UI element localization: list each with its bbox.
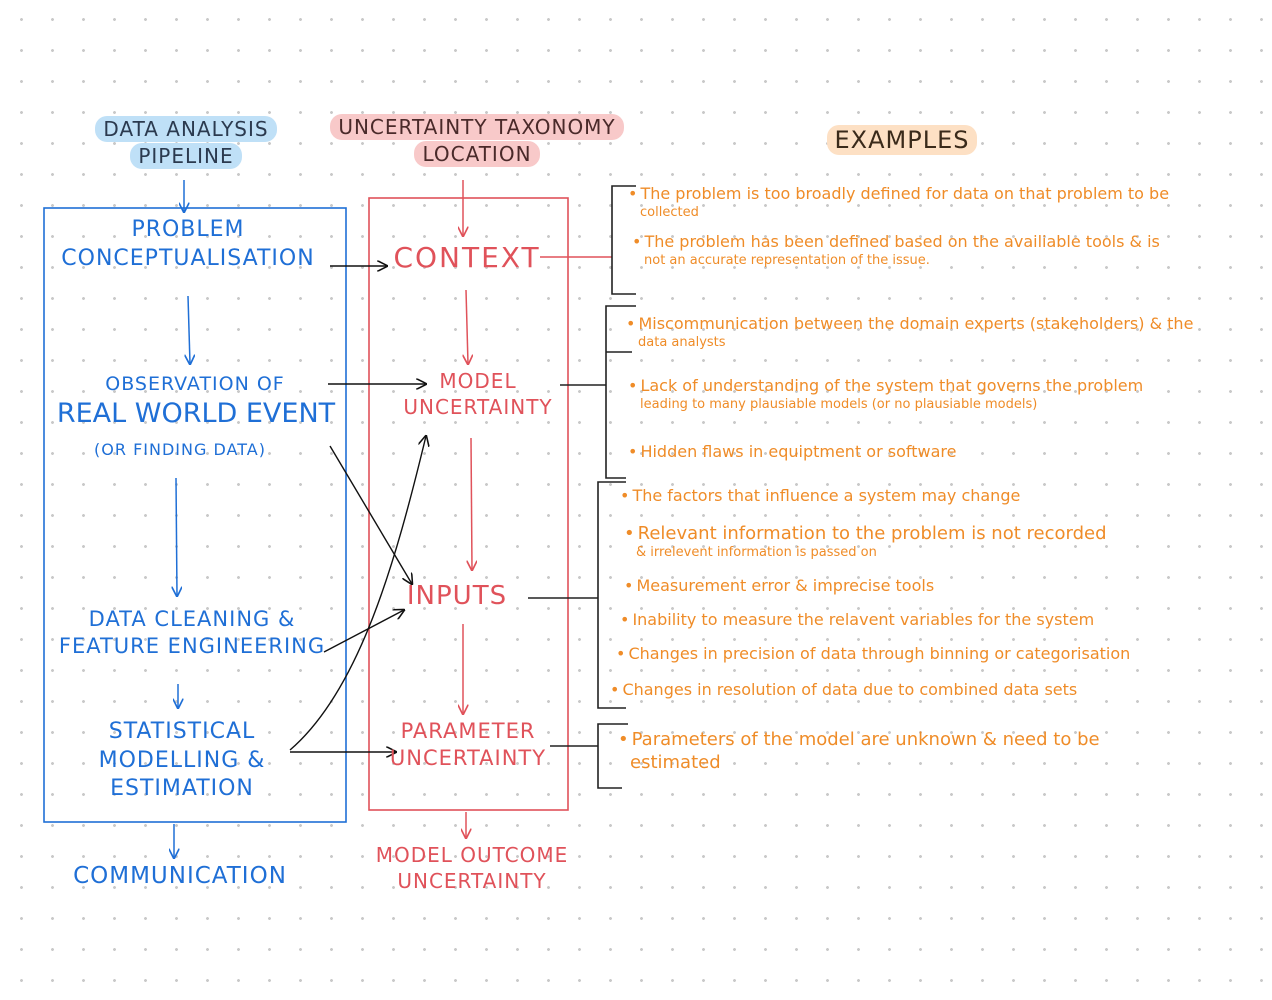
arrow-context-to-model (466, 289, 468, 364)
arrow-problem-to-observation (188, 295, 190, 364)
example-sub: not an accurate representation of the is… (644, 252, 930, 268)
map-cleaning-inputs (323, 610, 404, 653)
header-taxonomy-text: UNCERTAINTY TAXONOMY LOCATION (330, 114, 624, 167)
taxonomy-outcome: MODEL OUTCOME UNCERTAINTY (375, 843, 569, 893)
example-inputs-6: Changes in resolution of data due to com… (610, 680, 1248, 701)
taxonomy-parameter: PARAMETER UNCERTAINTY (389, 719, 547, 771)
example-sub: collected (640, 204, 699, 220)
taxonomy-model: MODEL UNCERTAINTY (403, 369, 553, 419)
bracket-inputs (597, 481, 626, 709)
example-context-2: The problem has been defined based on th… (632, 232, 1248, 270)
map-observation-inputs (329, 445, 412, 584)
taxonomy-inputs: INPUTS (406, 581, 508, 611)
example-sub: & irrelevent information is passed on (636, 545, 877, 561)
pipeline-observation: OBSERVATION OF (105, 373, 285, 395)
example-text: Miscommunication between the domain expe… (638, 314, 1194, 333)
arrow-model-to-inputs (471, 437, 472, 570)
example-sub: leading to many plausiable models (or no… (640, 396, 1038, 412)
example-inputs-4: Inability to measure the relavent variab… (620, 610, 1248, 631)
example-parameter-1: Parameters of the model are unknown & ne… (618, 728, 1248, 775)
pipeline-observation-main: REAL WORLD EVENT (56, 398, 336, 429)
pipeline-problem: PROBLEM CONCEPTUALISATION (61, 217, 315, 271)
arrow-observation-to-cleaning (176, 477, 177, 596)
example-text: Relevant information to the problem is n… (637, 523, 1107, 544)
example-model-2: Lack of understanding of the system that… (628, 376, 1248, 414)
taxonomy-context: CONTEXT (393, 241, 541, 274)
map-modelling-model (289, 436, 426, 751)
example-text: The problem has been defined based on th… (644, 232, 1160, 251)
example-text: The factors that influence a system may … (632, 486, 1021, 505)
header-examples-text: EXAMPLES (826, 125, 978, 155)
example-text: Hidden flaws in equiptment or software (640, 442, 957, 461)
example-text: Changes in precision of data through bin… (628, 644, 1131, 663)
example-context-1: The problem is too broadly defined for d… (628, 184, 1248, 222)
example-model-3: Hidden flaws in equiptment or software (628, 442, 1248, 463)
header-examples: EXAMPLES (812, 124, 992, 156)
example-inputs-1: The factors that influence a system may … (620, 486, 1248, 507)
example-inputs-2: Relevant information to the problem is n… (624, 522, 1248, 562)
example-text: The problem is too broadly defined for d… (640, 184, 1170, 203)
header-pipeline-text: DATA ANALYSIS PIPELINE (95, 116, 277, 169)
example-text: Measurement error & imprecise tools (636, 576, 935, 595)
pipeline-modelling: STATISTICAL MODELLING & ESTIMATION (98, 719, 266, 802)
example-text: Lack of understanding of the system that… (640, 376, 1144, 395)
bracket-model (605, 305, 636, 479)
example-inputs-3: Measurement error & imprecise tools (624, 576, 1248, 597)
example-text: Parameters of the model are unknown & ne… (631, 729, 1100, 750)
pipeline-observation-sub: (OR FINDING DATA) (94, 440, 266, 459)
pipeline-cleaning: DATA CLEANING & FEATURE ENGINEERING (58, 607, 326, 659)
bracket-context (611, 185, 636, 295)
example-sub: data analysts (638, 334, 726, 350)
example-sub: estimated (630, 752, 721, 774)
bracket-parameter (597, 723, 628, 789)
pipeline-box (43, 207, 347, 823)
taxonomy-box (368, 197, 569, 811)
example-text: Changes in resolution of data due to com… (622, 680, 1078, 699)
pipeline-communication: COMMUNICATION (73, 863, 287, 889)
example-model-1: Miscommunication between the domain expe… (626, 314, 1248, 352)
example-inputs-5: Changes in precision of data through bin… (616, 644, 1248, 665)
example-text: Inability to measure the relavent variab… (632, 610, 1095, 629)
header-taxonomy: UNCERTAINTY TAXONOMY LOCATION (318, 114, 636, 168)
header-pipeline: DATA ANALYSIS PIPELINE (86, 116, 286, 170)
